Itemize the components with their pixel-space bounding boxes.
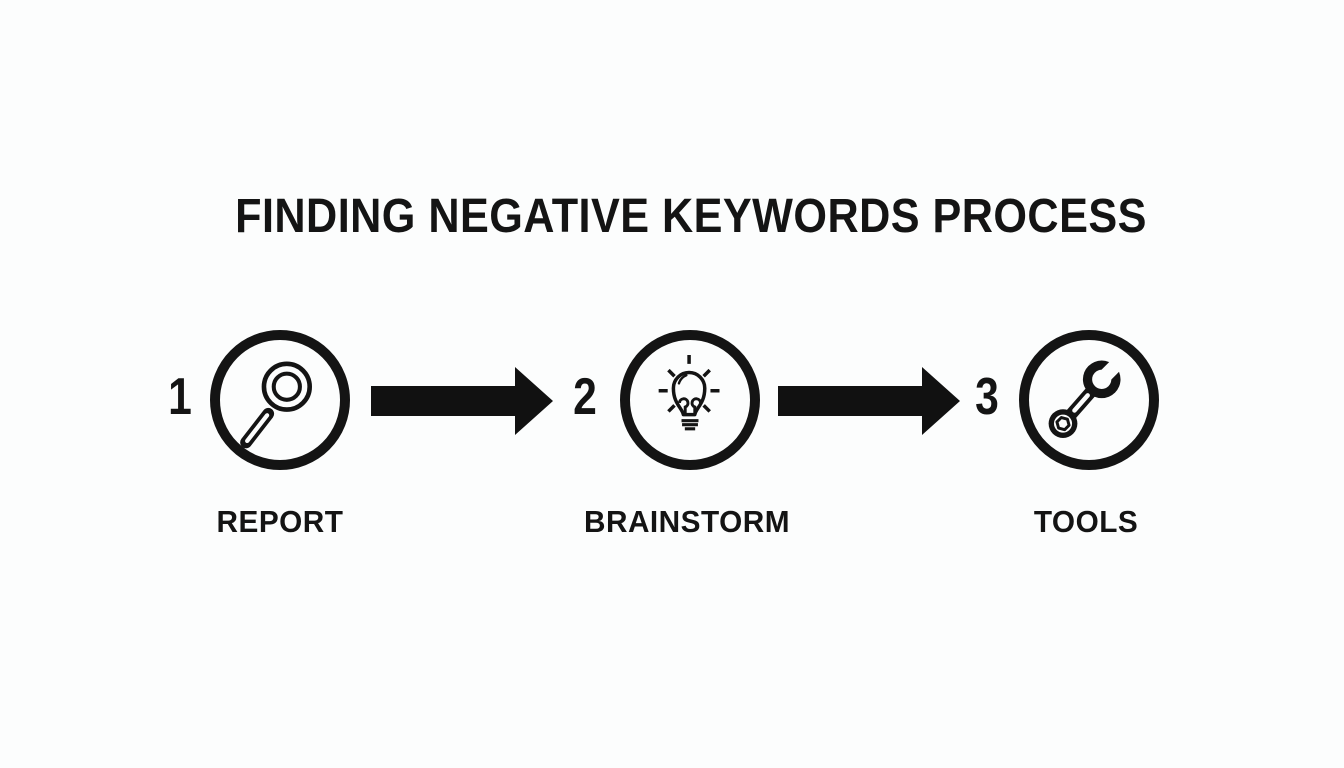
step-1-number: 1 bbox=[168, 368, 192, 426]
arrow-right-icon bbox=[371, 367, 553, 435]
step-2-circle bbox=[620, 330, 760, 470]
step-1-label: REPORT bbox=[216, 504, 344, 539]
step-3-label: TOOLS bbox=[1033, 504, 1139, 539]
step-2-number: 2 bbox=[573, 368, 597, 426]
lightbulb-idea-icon bbox=[658, 355, 720, 431]
step-2-label: BRAINSTORM bbox=[584, 504, 790, 539]
wrench-tool-icon bbox=[1048, 352, 1129, 438]
step-3-number: 3 bbox=[975, 368, 999, 426]
page-title: FINDING NEGATIVE KEYWORDS PROCESS bbox=[235, 190, 1147, 243]
step-3-circle bbox=[1019, 330, 1159, 470]
arrow-right-icon bbox=[778, 367, 960, 435]
step-1-circle bbox=[210, 330, 350, 470]
magnifier-search-icon bbox=[240, 361, 312, 449]
